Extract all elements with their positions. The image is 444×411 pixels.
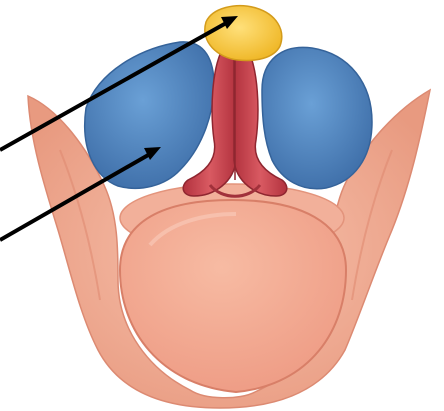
right-blue-lobe — [262, 47, 372, 188]
yellow-gland — [205, 6, 282, 61]
left-blue-lobe — [85, 42, 214, 188]
